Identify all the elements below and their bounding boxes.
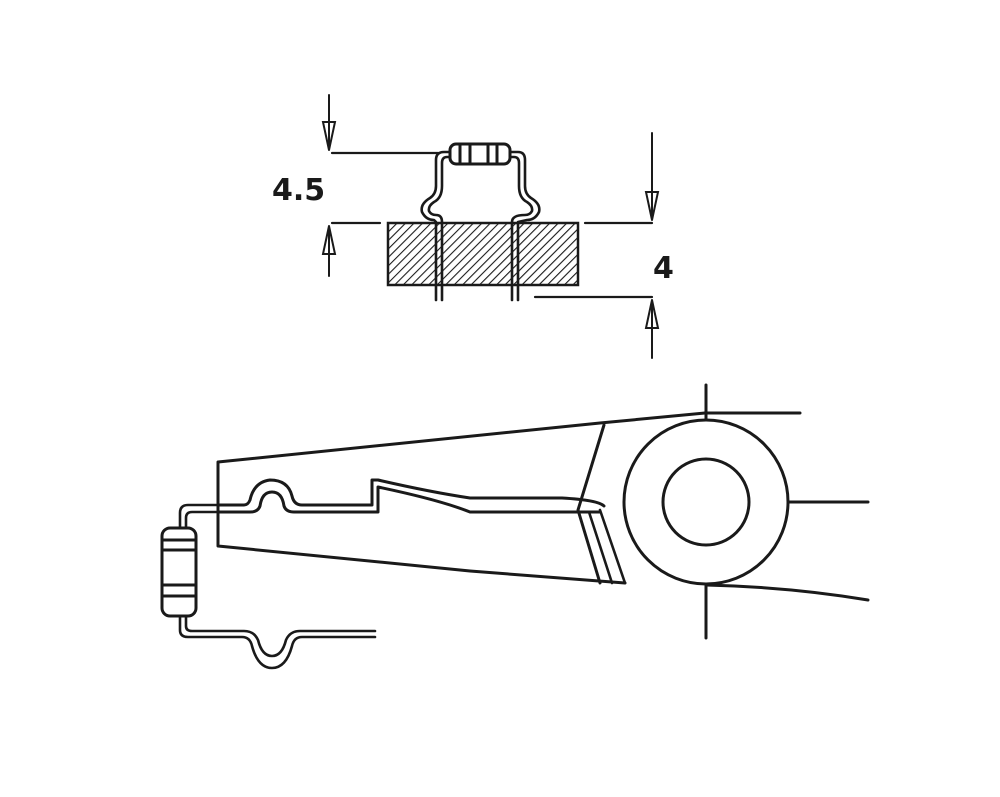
pivot-inner <box>661 457 751 547</box>
lead-right-top <box>508 150 541 302</box>
dimension-arrow-up-icon <box>644 299 660 329</box>
pcb-mount-detail <box>321 94 660 359</box>
resistor-body-top <box>448 142 512 166</box>
dimension-label-lead-length: 4 <box>653 251 674 286</box>
resistor-body-pliers <box>160 503 377 670</box>
dimension-arrow-down-icon <box>644 191 660 221</box>
dimension-lead-length <box>533 132 660 359</box>
dimension-bend-height <box>321 94 440 277</box>
dimension-arrow-down-icon <box>321 121 337 151</box>
lead-left-top <box>420 150 452 302</box>
dimension-arrow-up-icon <box>321 225 337 255</box>
forming-pliers <box>160 383 870 670</box>
dimension-label-bend-height: 4.5 <box>272 173 326 208</box>
pcb-board <box>386 221 580 287</box>
